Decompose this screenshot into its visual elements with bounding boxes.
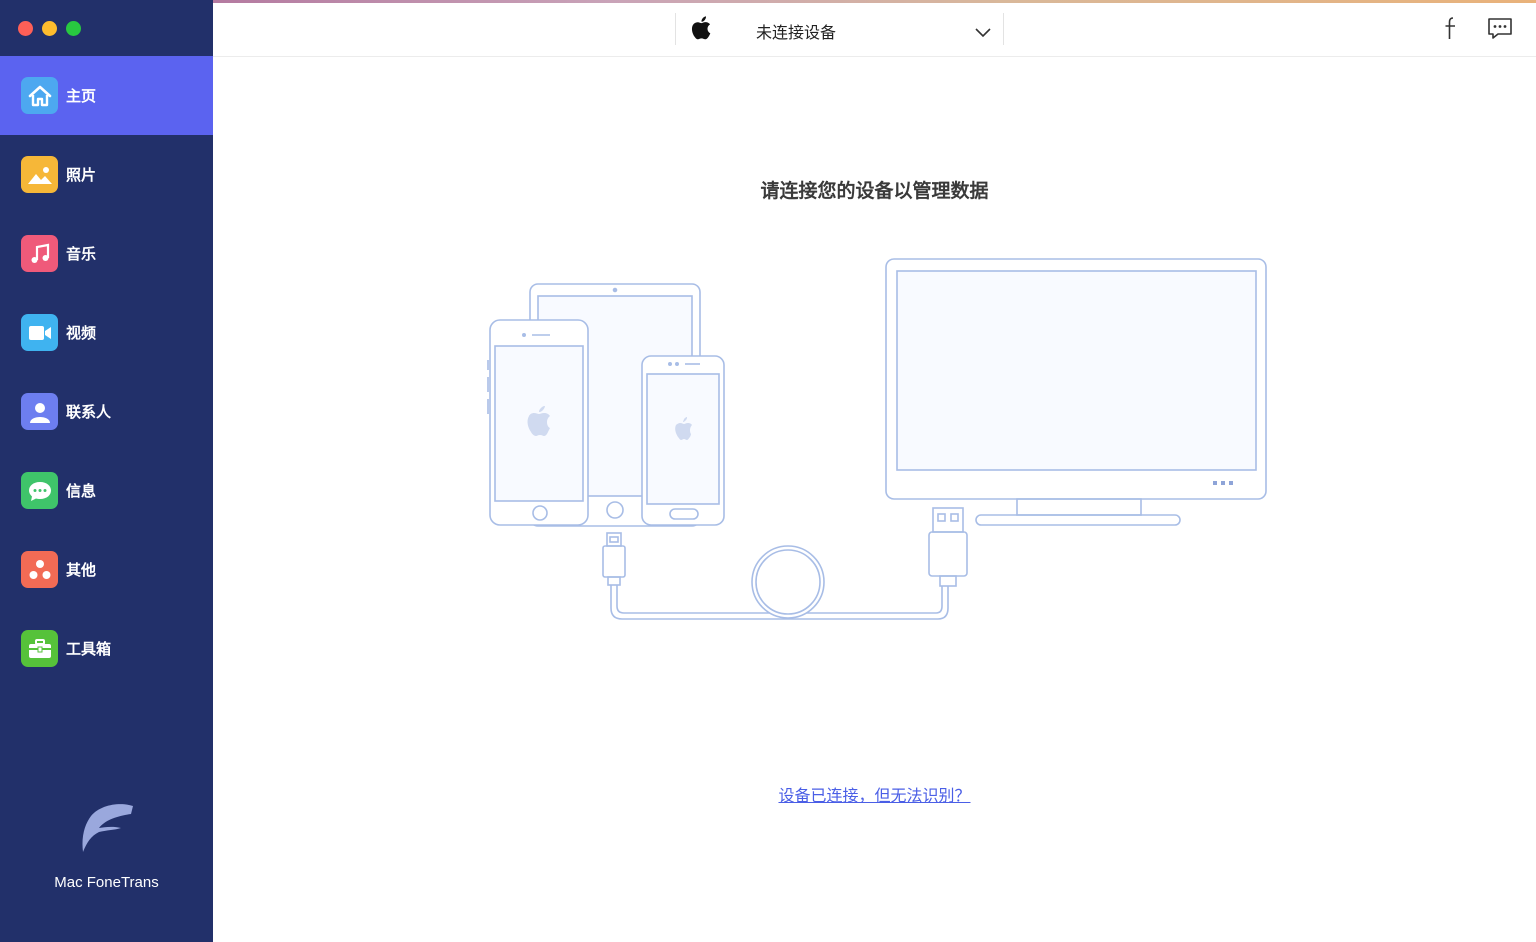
device-status-label: 未连接设备 bbox=[756, 23, 837, 42]
device-selector[interactable]: 未连接设备 bbox=[675, 13, 1004, 45]
sidebar-item-music[interactable]: 音乐 bbox=[0, 214, 213, 293]
contacts-icon bbox=[21, 393, 58, 430]
sidebar-item-messages[interactable]: 信息 bbox=[0, 451, 213, 530]
connect-device-title: 请连接您的设备以管理数据 bbox=[760, 180, 989, 202]
sidebar-item-videos[interactable]: 视频 bbox=[0, 293, 213, 372]
sidebar-item-label: 音乐 bbox=[66, 245, 97, 263]
feedback-chat-icon[interactable] bbox=[1487, 17, 1513, 45]
music-icon bbox=[21, 235, 58, 272]
chevron-down-icon bbox=[975, 23, 991, 42]
sidebar-item-contacts[interactable]: 联系人 bbox=[0, 372, 213, 451]
sidebar-item-label: 其他 bbox=[66, 561, 97, 579]
lightning-connector bbox=[606, 532, 622, 547]
sidebar-item-home[interactable]: 主页 bbox=[0, 56, 213, 135]
brand-name: Mac FoneTrans bbox=[54, 874, 159, 891]
sidebar-item-label: 照片 bbox=[66, 166, 97, 184]
sidebar-item-label: 联系人 bbox=[66, 403, 112, 421]
brand: Mac FoneTrans bbox=[0, 800, 213, 891]
minimize-window-button[interactable] bbox=[42, 21, 57, 36]
window-controls bbox=[18, 21, 81, 36]
help-link-container: 设备已连接，但无法识别？ bbox=[213, 782, 1536, 806]
apple-logo-decoration bbox=[527, 406, 692, 440]
facebook-icon[interactable] bbox=[1443, 16, 1457, 44]
close-window-button[interactable] bbox=[18, 21, 33, 36]
other-icon bbox=[21, 551, 58, 588]
sidebar-item-label: 信息 bbox=[66, 482, 97, 500]
toolbox-icon bbox=[21, 630, 58, 667]
message-icon bbox=[21, 472, 58, 509]
video-icon bbox=[21, 314, 58, 351]
sidebar-item-label: 主页 bbox=[66, 87, 97, 105]
sidebar-nav: 主页 照片 音乐 视频 联系人 bbox=[0, 56, 213, 688]
sidebar-item-label: 视频 bbox=[66, 324, 97, 342]
cable bbox=[610, 585, 949, 620]
fonetrans-logo-icon bbox=[81, 804, 133, 852]
sidebar-item-photos[interactable]: 照片 bbox=[0, 135, 213, 214]
apple-icon bbox=[690, 15, 712, 45]
maximize-window-button[interactable] bbox=[66, 21, 81, 36]
sidebar-item-label: 工具箱 bbox=[66, 640, 112, 658]
sidebar: 主页 照片 音乐 视频 联系人 bbox=[0, 0, 213, 942]
photo-icon bbox=[21, 156, 58, 193]
connect-device-illustration bbox=[487, 258, 1267, 620]
sidebar-item-toolbox[interactable]: 工具箱 bbox=[0, 609, 213, 688]
home-icon bbox=[21, 77, 58, 114]
sidebar-item-other[interactable]: 其他 bbox=[0, 530, 213, 609]
device-not-recognized-link[interactable]: 设备已连接，但无法识别？ bbox=[778, 786, 971, 805]
top-bar: 未连接设备 bbox=[213, 0, 1536, 57]
